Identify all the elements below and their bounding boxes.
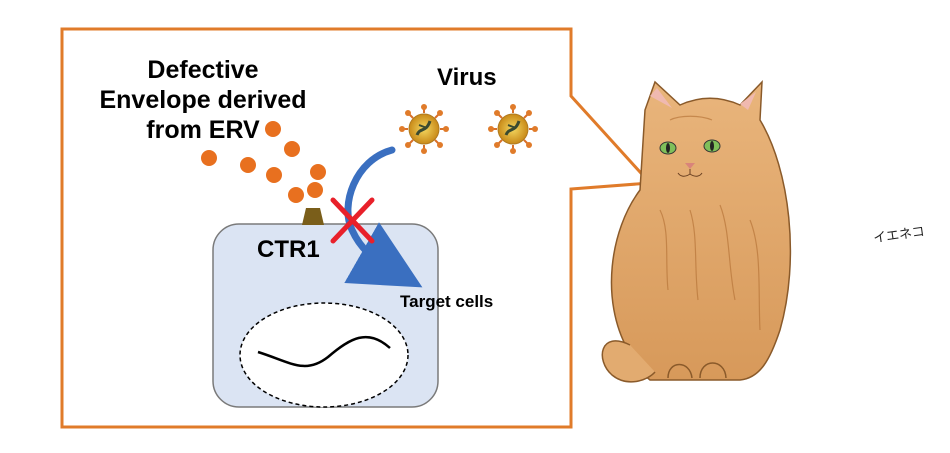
envelope-particle xyxy=(240,157,256,173)
target-cell-label: Target cells xyxy=(400,292,494,311)
envelope-particle xyxy=(201,150,217,166)
envelope-particle xyxy=(284,141,300,157)
ctr1-receptor xyxy=(302,208,324,225)
envelope-label-line: Defective xyxy=(147,56,259,84)
envelope-particle xyxy=(307,182,323,198)
block-cross-icon xyxy=(330,197,375,244)
envelope-particle xyxy=(288,187,304,203)
envelope-particles xyxy=(201,121,326,203)
virus-icon xyxy=(399,104,449,154)
genome-wave xyxy=(257,335,391,368)
receptor-label: CTR1 xyxy=(257,236,320,263)
envelope-label-line: Envelope derived xyxy=(99,86,307,114)
nucleus xyxy=(239,302,409,408)
virus-icon xyxy=(488,104,538,154)
infection-arrow xyxy=(344,146,423,288)
envelope-label: Defective Envelope derived from ERV xyxy=(78,55,328,145)
envelope-particle xyxy=(266,167,282,183)
cat-illustration xyxy=(601,80,792,383)
callout-frame xyxy=(60,27,654,429)
envelope-label-line: from ERV xyxy=(146,116,260,144)
virus-label: Virus xyxy=(437,64,497,91)
envelope-particle xyxy=(265,121,281,137)
envelope-particle xyxy=(310,164,326,180)
